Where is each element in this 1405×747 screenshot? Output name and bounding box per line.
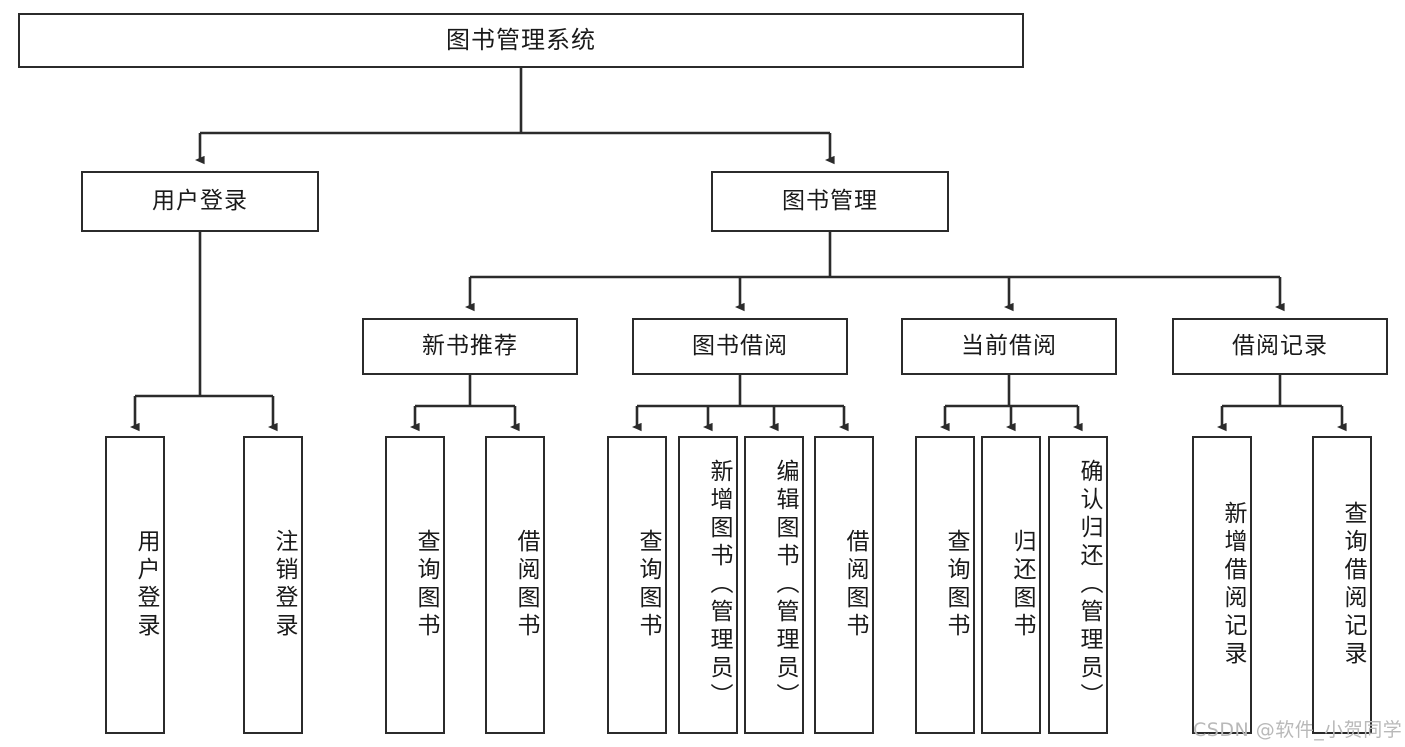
leaf-query-book-2-label: 查询图书 bbox=[635, 529, 661, 641]
node-borrow-record[interactable]: 借阅记录 bbox=[1172, 318, 1388, 375]
leaf-add-book[interactable]: 新增图书（管理员） bbox=[678, 436, 738, 734]
node-root-label: 图书管理系统 bbox=[446, 26, 596, 55]
node-new-book-recommend-label: 新书推荐 bbox=[422, 332, 518, 359]
leaf-query-record[interactable]: 查询借阅记录 bbox=[1312, 436, 1372, 734]
node-book-borrow[interactable]: 图书借阅 bbox=[632, 318, 848, 375]
leaf-return-book[interactable]: 归还图书 bbox=[981, 436, 1041, 734]
leaf-borrow-book-2-label: 借阅图书 bbox=[842, 529, 868, 641]
leaf-borrow-book-1-label: 借阅图书 bbox=[513, 529, 539, 641]
leaf-borrow-book-1[interactable]: 借阅图书 bbox=[485, 436, 545, 734]
node-user-login[interactable]: 用户登录 bbox=[81, 171, 319, 232]
leaf-user-login[interactable]: 用户登录 bbox=[105, 436, 165, 734]
leaf-confirm-return[interactable]: 确认归还（管理员） bbox=[1048, 436, 1108, 734]
leaf-edit-book-label: 编辑图书（管理员） bbox=[772, 459, 798, 711]
leaf-add-record[interactable]: 新增借阅记录 bbox=[1192, 436, 1252, 734]
leaf-query-book-2[interactable]: 查询图书 bbox=[607, 436, 667, 734]
csdn-watermark-text: CSDN @软件_小贺同学 bbox=[1193, 719, 1403, 741]
node-root[interactable]: 图书管理系统 bbox=[18, 13, 1024, 68]
leaf-return-book-label: 归还图书 bbox=[1009, 529, 1035, 641]
node-current-borrow[interactable]: 当前借阅 bbox=[901, 318, 1117, 375]
leaf-query-book-3[interactable]: 查询图书 bbox=[915, 436, 975, 734]
leaf-logout-label: 注销登录 bbox=[271, 529, 297, 641]
leaf-query-book-3-label: 查询图书 bbox=[943, 529, 969, 641]
leaf-add-record-label: 新增借阅记录 bbox=[1220, 501, 1246, 669]
leaf-edit-book[interactable]: 编辑图书（管理员） bbox=[744, 436, 804, 734]
leaf-user-login-label: 用户登录 bbox=[133, 529, 159, 641]
leaf-query-record-label: 查询借阅记录 bbox=[1340, 501, 1366, 669]
node-current-borrow-label: 当前借阅 bbox=[961, 332, 1057, 359]
node-new-book-recommend[interactable]: 新书推荐 bbox=[362, 318, 578, 375]
leaf-query-book-1-label: 查询图书 bbox=[413, 529, 439, 641]
node-borrow-record-label: 借阅记录 bbox=[1232, 332, 1328, 359]
node-book-borrow-label: 图书借阅 bbox=[692, 332, 788, 359]
leaf-query-book-1[interactable]: 查询图书 bbox=[385, 436, 445, 734]
leaf-borrow-book-2[interactable]: 借阅图书 bbox=[814, 436, 874, 734]
node-user-login-label: 用户登录 bbox=[152, 187, 248, 214]
node-book-management[interactable]: 图书管理 bbox=[711, 171, 949, 232]
leaf-confirm-return-label: 确认归还（管理员） bbox=[1076, 459, 1102, 711]
node-book-management-label: 图书管理 bbox=[782, 187, 878, 214]
leaf-add-book-label: 新增图书（管理员） bbox=[706, 459, 732, 711]
csdn-watermark: CSDN @软件_小贺同学 bbox=[1193, 715, 1402, 742]
leaf-logout[interactable]: 注销登录 bbox=[243, 436, 303, 734]
